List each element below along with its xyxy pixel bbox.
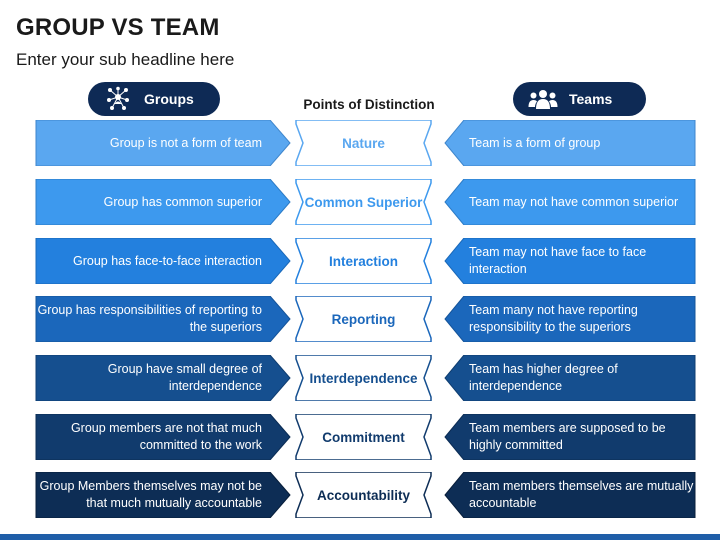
point-of-distinction: Interaction <box>328 253 398 269</box>
point-box-shape <box>295 472 432 518</box>
group-arrow-shape <box>35 296 291 342</box>
comparison-row: Group Members themselves may not be that… <box>0 472 720 518</box>
point-box-shape <box>295 355 432 401</box>
team-arrow-shape <box>444 472 696 518</box>
group-statement: Group has face-to-face interaction <box>73 253 262 268</box>
team-statement: Team is a form of group <box>469 135 601 150</box>
comparison-row: Group have small degree of interdependen… <box>0 355 720 401</box>
group-arrow-shape <box>35 238 291 284</box>
comparison-row: Group has common superior Common Superior… <box>0 179 720 225</box>
page-title: GROUP VS TEAM <box>16 14 220 41</box>
team-statement: Team may not have face to face interacti… <box>469 245 647 276</box>
team-arrow-shape <box>444 355 696 401</box>
team-statement: Team members are supposed to be highly c… <box>469 421 666 452</box>
point-box-shape <box>295 296 432 342</box>
comparison-row: Group members are not that much committe… <box>0 414 720 460</box>
group-statement: Group is not a form of team <box>109 135 262 150</box>
point-box-shape <box>295 414 432 460</box>
network-people-icon <box>98 86 138 112</box>
group-arrow-shape <box>35 355 291 401</box>
sub-headline: Enter your sub headline here <box>16 50 235 69</box>
group-statement: Group members are not that much committe… <box>70 421 262 452</box>
teams-label: Teams <box>569 91 613 107</box>
comparison-row: Group has face-to-face interaction Intera… <box>0 238 720 284</box>
team-people-icon <box>523 88 563 110</box>
group-statement: Group has responsibilities of reporting … <box>37 303 262 334</box>
group-arrow-shape <box>35 120 291 166</box>
team-arrow-shape <box>444 238 696 284</box>
group-statement: Group Members themselves may not be that… <box>39 479 262 510</box>
point-of-distinction: Accountability <box>316 487 410 503</box>
bottom-accent-bar <box>0 534 720 540</box>
group-arrow-shape <box>35 414 291 460</box>
team-arrow-shape <box>444 296 696 342</box>
group-statement: Group have small degree of interdependen… <box>107 362 262 393</box>
point-of-distinction: Reporting <box>331 311 396 327</box>
point-box-shape <box>295 120 432 166</box>
point-of-distinction: Commitment <box>322 429 405 445</box>
team-statement: Team many not have reporting responsibil… <box>469 303 638 334</box>
groups-pill: Groups <box>88 82 220 116</box>
groups-label: Groups <box>144 91 194 107</box>
point-of-distinction: Common Superior <box>304 194 423 210</box>
group-arrow-shape <box>35 179 291 225</box>
comparison-row: Group has responsibilities of reporting … <box>0 296 720 342</box>
point-of-distinction: Interdependence <box>309 370 418 386</box>
team-arrow-shape <box>444 120 696 166</box>
team-statement: Team members themselves are mutually acc… <box>469 479 694 510</box>
team-arrow-shape <box>444 414 696 460</box>
point-of-distinction: Nature <box>342 135 385 151</box>
team-statement: Team may not have common superior <box>469 194 679 209</box>
comparison-row: Group is not a form of team Nature Team is… <box>0 120 720 166</box>
points-of-distinction-heading: Points of Distinction <box>303 97 435 112</box>
team-arrow-shape <box>444 179 696 225</box>
group-statement: Group has common superior <box>103 194 262 209</box>
point-box-shape <box>295 238 432 284</box>
point-box-shape <box>295 179 432 225</box>
group-arrow-shape <box>35 472 291 518</box>
team-statement: Team has higher degree of interdependenc… <box>469 362 618 393</box>
teams-pill: Teams <box>513 82 646 116</box>
